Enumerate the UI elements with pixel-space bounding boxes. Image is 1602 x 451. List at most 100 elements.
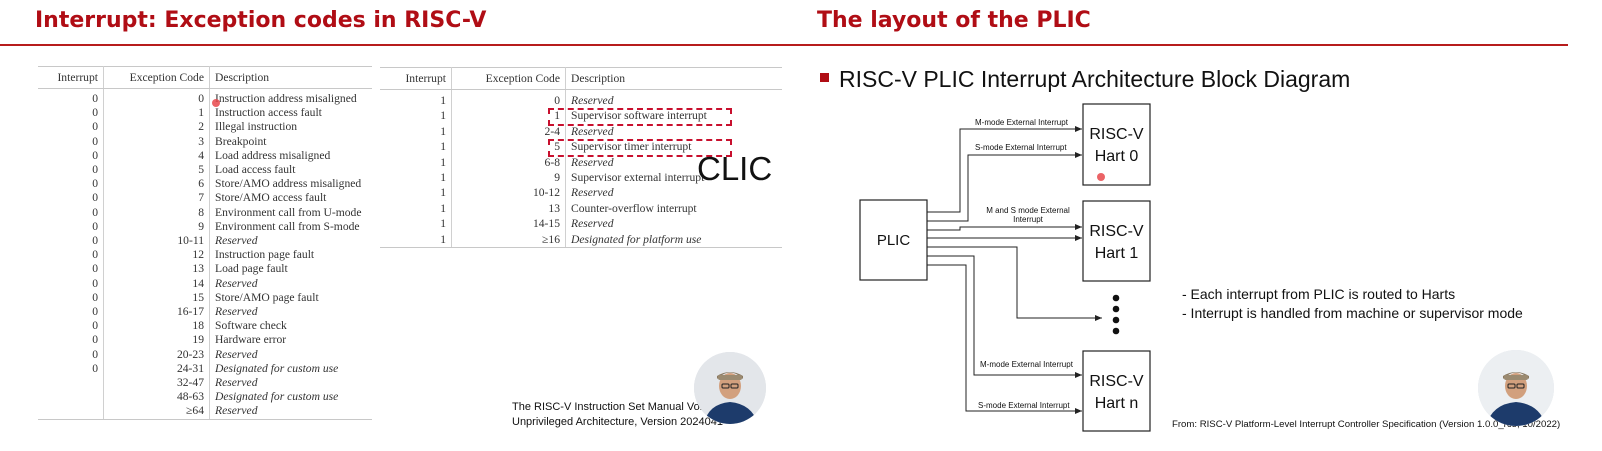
bullet-square-icon — [820, 73, 829, 83]
cell-description: Designated for platform use — [565, 231, 782, 249]
cell-description: Reserved — [215, 276, 258, 290]
cell-interrupt: 1 — [380, 108, 452, 124]
table1-header-interrupt: Interrupt — [38, 66, 104, 89]
cell-interrupt: 1 — [380, 216, 452, 232]
cell-description: Reserved — [571, 155, 614, 169]
cell-exception-code: 0 — [103, 88, 210, 107]
table2-header-code: Exception Code — [451, 67, 566, 90]
cell-exception-code: 14-15 — [451, 216, 566, 232]
cell-exception-code: 3 — [103, 134, 210, 149]
cursor-dot — [1097, 173, 1105, 181]
cell-interrupt: 0 — [38, 134, 104, 149]
left-slide: Interrupt: Exception codes in RISC-V Int… — [0, 0, 800, 451]
cell-exception-code: 9 — [451, 170, 566, 186]
cell-description: Reserved — [571, 124, 614, 138]
cell-exception-code: 10-11 — [103, 234, 210, 249]
cell-description: Designated for custom use — [215, 390, 339, 404]
hartn-box — [1082, 350, 1151, 432]
cell-exception-code: 7 — [103, 191, 210, 206]
cell-description: Supervisor external interrupt — [571, 171, 705, 185]
cell-exception-code: 10-12 — [451, 185, 566, 201]
cell-exception-code: 6-8 — [451, 154, 566, 171]
cell-exception-code: 48-63 — [103, 390, 210, 405]
cell-exception-code: 14 — [103, 276, 210, 291]
hart0-label-line1: RISC-V — [1089, 126, 1144, 143]
plic-label: PLIC — [877, 232, 911, 249]
cell-description: Illegal instruction — [215, 120, 298, 134]
cell-description: Load page fault — [215, 262, 288, 276]
manual-citation: The RISC-V Instruction Set Manual Volume… — [512, 400, 724, 429]
hartn-label-line2: Hart n — [1095, 395, 1139, 412]
ms-mode-label-line2: Interrupt — [1013, 215, 1044, 224]
note-line-2: - Interrupt is handled from machine or s… — [1182, 305, 1523, 321]
cell-interrupt — [38, 390, 104, 405]
cell-exception-code: 4 — [103, 148, 210, 164]
table2-header-description: Description — [565, 67, 782, 90]
cell-interrupt: 1 — [380, 170, 452, 186]
cell-description: Store/AMO page fault — [215, 290, 319, 304]
cell-interrupt: 0 — [38, 120, 104, 135]
cell-exception-code: 1 — [103, 106, 210, 121]
left-title-rule — [0, 44, 800, 46]
cell-exception-code: 8 — [103, 205, 210, 220]
cell-exception-code: 32-47 — [103, 376, 210, 391]
cell-exception-code: 18 — [103, 319, 210, 334]
hart1-label-line1: RISC-V — [1089, 223, 1144, 240]
right-slide-title: The layout of the PLIC — [817, 8, 1091, 33]
diagram-heading-text: RISC-V PLIC Interrupt Architecture Block… — [839, 66, 1351, 92]
cell-interrupt: 0 — [38, 262, 104, 277]
cell-interrupt: 0 — [38, 305, 104, 320]
right-slide: The layout of the PLIC RISC-V PLIC Inter… — [800, 0, 1602, 451]
table2-header-interrupt: Interrupt — [380, 67, 452, 90]
cell-exception-code: 15 — [103, 290, 210, 306]
cell-interrupt: 0 — [38, 163, 104, 178]
presenter-webcam — [694, 352, 766, 424]
cell-interrupt — [38, 404, 104, 420]
cell-exception-code: 9 — [103, 219, 210, 235]
cell-description: Load address misaligned — [215, 148, 331, 162]
cell-interrupt: 0 — [38, 276, 104, 291]
cell-description: Store/AMO access fault — [215, 191, 327, 205]
hart0-box — [1082, 103, 1151, 186]
cell-description: Instruction page fault — [215, 248, 315, 262]
table1-header-description: Description — [209, 66, 372, 89]
cell-exception-code: 5 — [451, 139, 566, 155]
table-row: 48-63 Designated for custom use — [38, 390, 372, 405]
cell-interrupt: 1 — [380, 231, 452, 249]
cell-interrupt: 1 — [380, 154, 452, 171]
table1-header-code: Exception Code — [103, 66, 210, 89]
left-slide-title: Interrupt: Exception codes in RISC-V — [35, 8, 487, 33]
m-mode-label-hartn: M-mode External Interrupt — [980, 360, 1074, 369]
cell-exception-code: 5 — [103, 163, 210, 178]
cell-description: Reserved — [209, 404, 372, 420]
cell-exception-code: ≥64 — [103, 404, 210, 420]
presenter-avatar-icon — [1478, 350, 1554, 426]
interrupt-connectors — [927, 126, 1102, 414]
cell-description: Instruction access fault — [215, 106, 322, 120]
plic-box — [859, 199, 928, 281]
cell-description: Reserved — [571, 94, 614, 107]
right-title-rule — [800, 44, 1568, 46]
m-mode-line-hart0 — [927, 126, 1082, 213]
note-line-1: - Each interrupt from PLIC is routed to … — [1182, 286, 1456, 302]
cell-exception-code: ≥16 — [451, 231, 566, 249]
cell-interrupt: 0 — [38, 219, 104, 235]
manual-citation-line1: The RISC-V Instruction Set Manual Volume — [512, 401, 724, 413]
cell-description: Counter-overflow interrupt — [571, 201, 697, 215]
